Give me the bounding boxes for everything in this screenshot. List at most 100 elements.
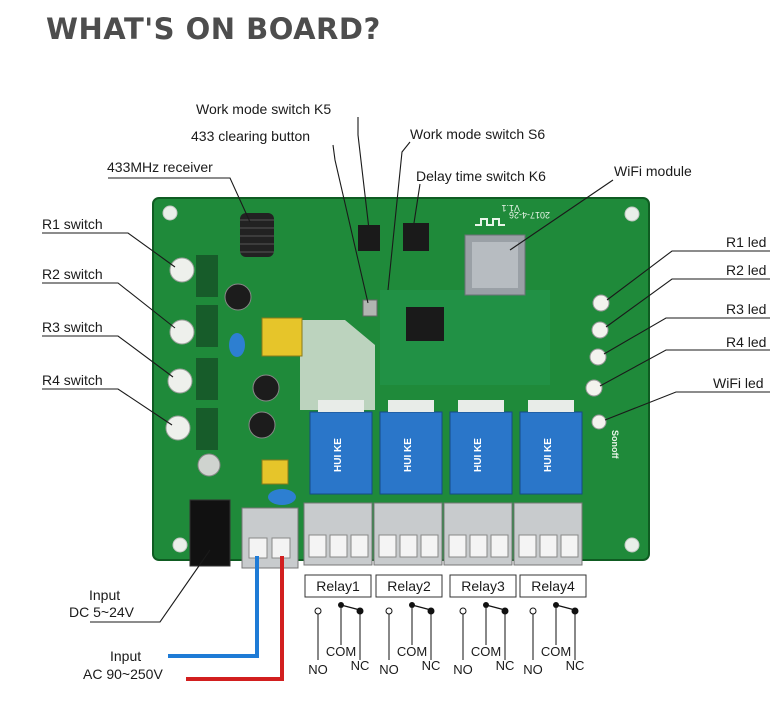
mounting-hole (624, 206, 640, 222)
relay-2-body (379, 411, 443, 495)
relay-4-label-box (519, 574, 587, 598)
relay-switch-arm (485, 604, 506, 611)
terminal-slot (539, 534, 558, 558)
terminal-slot (350, 534, 369, 558)
label-r4-switch: R4 switch (42, 372, 103, 388)
label-input-ac-1: Input (110, 648, 141, 664)
relay-no-contact (459, 607, 467, 615)
relay-no-label: NO (453, 662, 473, 677)
relay-4-tab (528, 400, 574, 412)
relay-com-label: COM (471, 644, 501, 659)
leader-s6 (387, 141, 411, 291)
terminal-slot (399, 534, 418, 558)
r4-led-dot (585, 379, 603, 397)
relay-2-brand: HUI KE (403, 438, 414, 472)
label-receiver433: 433MHz receiver (107, 159, 213, 175)
board-date-text: 2017-4-26 (509, 210, 550, 220)
label-r1-switch: R1 switch (42, 216, 103, 232)
relay-switch-arm (411, 604, 432, 611)
relay-1-label: Relay1 (316, 578, 360, 594)
label-r1-led: R1 led (726, 234, 766, 250)
label-input-dc-1: Input (89, 587, 120, 603)
r3-led-dot (589, 348, 607, 366)
clear-button-433 (362, 299, 378, 317)
relay-2-tab (388, 400, 434, 412)
label-r3-switch: R3 switch (42, 319, 103, 335)
leader-wifi-module (509, 179, 614, 251)
mounting-hole (172, 537, 188, 553)
label-wifi-module: WiFi module (614, 163, 692, 179)
board-version-text: V1.1 (501, 203, 520, 213)
label-wifi-led: WiFi led (713, 375, 764, 391)
r2-switch-button (169, 319, 195, 345)
relay-com-label: COM (326, 644, 356, 659)
r2-led-dot (591, 321, 609, 339)
leader-k5 (357, 117, 371, 239)
wire-ac-red (186, 556, 284, 681)
terminal-slot (560, 534, 579, 558)
r1-switch-button (169, 257, 195, 283)
leader-r1-led (606, 250, 770, 301)
relay-switch-arm (340, 604, 361, 611)
terminal-slot (329, 534, 348, 558)
relay-com-label: COM (397, 644, 427, 659)
relay-1-label-box (304, 574, 372, 598)
r1-led-dot (592, 294, 610, 312)
label-r2-led: R2 led (726, 262, 766, 278)
relay-4-label: Relay4 (531, 578, 575, 594)
relay-1-body (309, 411, 373, 495)
relay-4-body (519, 411, 583, 495)
dc-jack (189, 499, 231, 567)
leader-dc-input (90, 549, 211, 623)
label-s6: Work mode switch S6 (410, 126, 545, 142)
leader-r3-switch (42, 335, 174, 378)
mounting-hole (624, 537, 640, 553)
label-k5: Work mode switch K5 (196, 101, 331, 117)
terminal-slot (518, 534, 537, 558)
relay-2-label-box (375, 574, 443, 598)
terminal-slot (469, 534, 488, 558)
leader-receiver (108, 177, 251, 223)
relay-no-contact (385, 607, 393, 615)
terminal-slot (448, 534, 467, 558)
relay-1-brand: HUI KE (333, 438, 344, 472)
relay-nc-label: NC (422, 658, 441, 673)
r3-switch-button (167, 368, 193, 394)
leader-clear433 (332, 144, 369, 304)
relay-com-label: COM (541, 644, 571, 659)
leader-r2-led (605, 278, 770, 328)
page-title: WHAT'S ON BOARD? (46, 12, 381, 46)
mounting-hole (162, 205, 178, 221)
relay-4-brand: HUI KE (543, 438, 554, 472)
relay-no-label: NO (379, 662, 399, 677)
label-r4-led: R4 led (726, 334, 766, 350)
wire-ac-blue (168, 556, 259, 658)
copper-pour (380, 290, 550, 385)
terminal-slot (490, 534, 509, 558)
dip-switch-k5 (358, 225, 380, 251)
leds (585, 294, 610, 430)
mcu-chip (406, 307, 444, 341)
label-r3-led: R3 led (726, 301, 766, 317)
dip-switch-k6 (403, 223, 429, 251)
leader-wifi-led (604, 391, 770, 421)
relay-nc-label: NC (566, 658, 585, 673)
leader-r1-switch (42, 232, 176, 268)
relay-3-label: Relay3 (461, 578, 505, 594)
label-clear433: 433 clearing button (191, 128, 310, 144)
capacitor (197, 453, 221, 477)
relay-1-tab (318, 400, 364, 412)
label-input-dc-2: DC 5~24V (69, 604, 135, 620)
relay-nc-label: NC (351, 658, 370, 673)
board-brand-text: Sonoff (610, 430, 620, 459)
label-k6: Delay time switch K6 (416, 168, 546, 184)
terminal-blocks (303, 502, 583, 566)
relay-2-label: Relay2 (387, 578, 431, 594)
relay-switch-arm (555, 604, 576, 611)
leader-r2-switch (42, 282, 176, 329)
relay-no-label: NO (523, 662, 543, 677)
relay-no-contact (314, 607, 322, 615)
label-input-ac-2: AC 90~250V (83, 666, 163, 682)
